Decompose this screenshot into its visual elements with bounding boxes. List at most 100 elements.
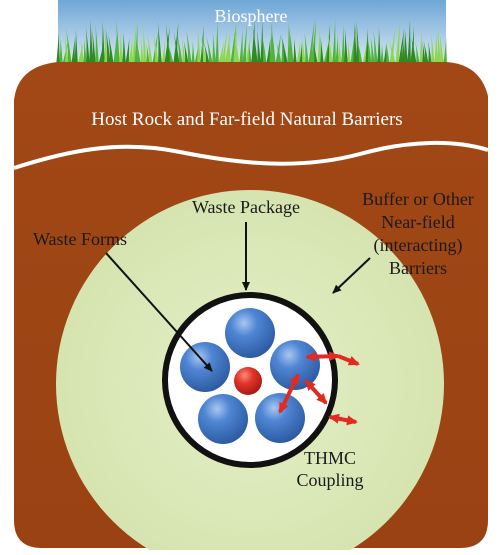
grass-blade (131, 18, 138, 67)
grass-blade (167, 41, 174, 66)
grass-blade (137, 43, 141, 66)
grass-blade (230, 23, 237, 66)
grass-blade (434, 32, 438, 66)
grass-blade (83, 39, 87, 66)
grass-blade (119, 31, 123, 66)
grass-blade (95, 23, 99, 66)
grass-blade (242, 24, 247, 67)
grass-blade (245, 32, 251, 66)
grass-blade (276, 41, 282, 66)
grass-blade (56, 31, 60, 66)
grass-blade (404, 27, 408, 66)
waste-forms-label: Waste Forms (33, 229, 127, 249)
grass-blade (411, 37, 417, 66)
grass-blade (161, 39, 166, 66)
boundary-line (13, 140, 489, 170)
center-canister (234, 367, 262, 395)
thmc-arrows (278, 351, 360, 426)
thmc-label-line-2: Coupling (296, 470, 363, 490)
grass-blade (287, 24, 291, 67)
grass-blade (62, 41, 68, 66)
grass-blade (181, 38, 186, 66)
buffer-label-line-3: (interacting) (374, 235, 463, 256)
host-rock-label: Host Rock and Far-field Natural Barriers (91, 109, 402, 130)
biosphere-label: Biosphere (215, 6, 288, 26)
grass-blade (370, 35, 375, 66)
grass-blade (134, 24, 138, 67)
grass-blade (335, 35, 339, 66)
grass-blade (248, 42, 252, 66)
grass-blade (85, 26, 90, 66)
buffer-label-line-2: Near-field (381, 212, 455, 232)
grass-strip (56, 18, 447, 67)
canister-top (225, 308, 275, 358)
canister-bottom-right (255, 393, 305, 443)
grass-blade (80, 40, 84, 66)
grass-blade (92, 29, 96, 66)
grass-blade (101, 21, 105, 66)
grass-blade (257, 30, 261, 66)
grass-blade (422, 41, 426, 66)
thmc-arrow-3 (278, 373, 300, 414)
grass-blade (203, 41, 210, 66)
buffer-arrow (332, 257, 371, 294)
grass-blade (383, 43, 387, 66)
grass-blade (407, 19, 411, 66)
grass-blade (146, 43, 150, 66)
grass-blade (347, 40, 351, 66)
grass-blade (270, 22, 276, 67)
grass-blade (227, 33, 231, 66)
grass-blade (218, 40, 224, 66)
grass-blade (173, 31, 180, 66)
grass-blade (341, 24, 345, 67)
grass-blade (152, 32, 158, 66)
grass-blade (353, 21, 357, 67)
grass-blade (239, 29, 243, 66)
grass-blade (296, 40, 301, 66)
grass-blade (71, 37, 75, 66)
waste-package-label: Waste Package (192, 197, 300, 217)
grass-blade (200, 34, 207, 66)
biosphere-layer: Biosphere (56, 0, 447, 67)
grass-blade (323, 39, 330, 66)
grass-blade (401, 35, 405, 66)
sky-band (58, 0, 446, 62)
grass-blade (122, 32, 126, 66)
grass-blade (221, 31, 228, 66)
grass-blade (183, 40, 189, 66)
thmc-arrow-4 (304, 379, 328, 405)
grass-blade (251, 18, 255, 66)
grass-blade (64, 33, 69, 66)
grass-blade (386, 41, 390, 66)
grass-blade (59, 37, 63, 66)
buffer-label-line-4: Barriers (389, 258, 447, 278)
grass-blade (128, 36, 133, 66)
grass-blade (266, 37, 271, 66)
grass-blade (113, 33, 117, 66)
grass-blade (395, 18, 401, 66)
grass-blade (320, 36, 324, 66)
grass-blade (107, 32, 114, 66)
thmc-arrow-2 (337, 354, 360, 366)
buffer-label: Buffer or Other Near-field (interacting)… (362, 189, 474, 278)
grass-blade (443, 37, 447, 66)
grass-blade (389, 26, 396, 66)
grass-blade (105, 27, 111, 67)
grass-blade (215, 20, 219, 67)
thmc-label-line-1: THMC (304, 448, 356, 468)
grass-blade (326, 23, 331, 66)
buffer-label-line-1: Buffer or Other (362, 189, 474, 209)
grass-blade (377, 26, 381, 66)
grass-blade (428, 41, 432, 66)
grass-blade (275, 33, 281, 66)
grass-blade (366, 31, 372, 66)
grass-blade (308, 20, 315, 66)
grass-blade (233, 32, 240, 66)
grass-blade (373, 29, 378, 67)
grass-blade (153, 31, 159, 67)
grass-blade (356, 37, 363, 66)
grass-blade (304, 31, 309, 66)
grass-blade (299, 43, 303, 66)
grass-blade (164, 26, 170, 66)
